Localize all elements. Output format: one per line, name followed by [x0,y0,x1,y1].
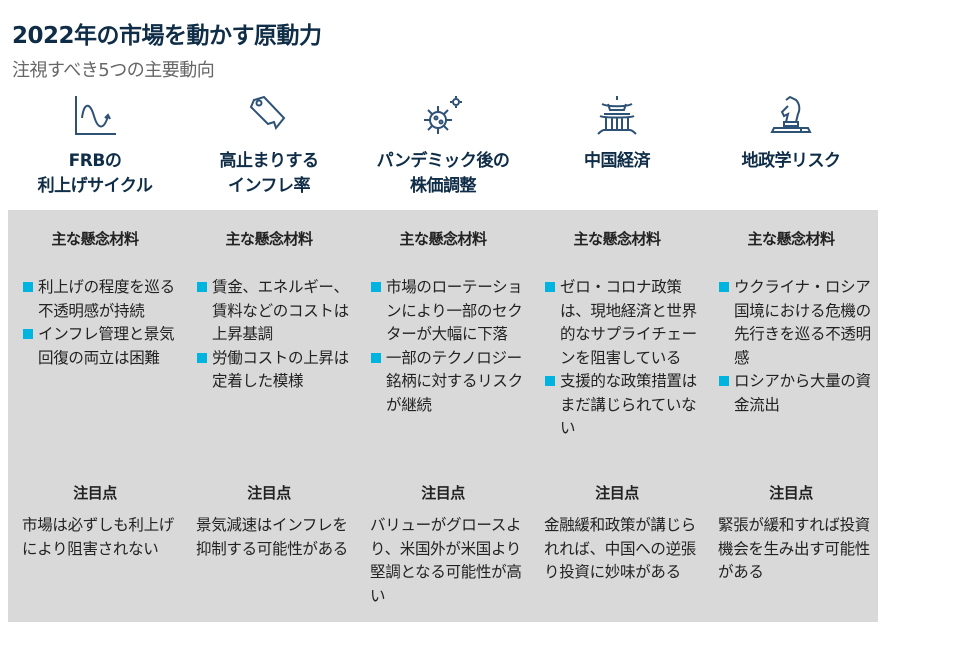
theme-title: 株価調整 [410,176,477,196]
concerns-list: 賃金、エネルギー、賃料などのコストは上昇基調 労働コストの上昇は定着した模様 [196,276,350,394]
theme-title: FRBの [68,151,122,171]
gray-panel [8,210,878,622]
concern-item: 支援的な政策措置はまだ講じられていない [544,370,698,441]
sine-chart-icon [72,94,118,138]
column-china: 中国経済 主な懸念材料 ゼロ・コロナ政策は、現地経済と世界的なサプライチェーンを… [530,0,704,649]
focus-heading: 注目点 [73,484,117,502]
concerns-list: ゼロ・コロナ政策は、現地経済と世界的なサプライチェーンを阻害している 支援的な政… [544,276,698,441]
price-tag-icon [246,94,292,138]
pagoda-icon [594,94,640,138]
focus-text: 景気減速はインフレを抑制する可能性がある [196,516,349,558]
concerns-heading: 主な懸念材料 [399,230,487,248]
concerns-list: ウクライナ・ロシア国境における危機の先行きを巡る不透明感 ロシアから大量の資金流… [718,276,872,417]
theme-title: 地政学リスク [741,151,842,171]
focus-text: 緊張が緩和すれば投資機会を生み出す可能性がある [718,516,871,581]
concern-item: 利上げの程度を巡る不透明感が持続 [22,276,176,323]
theme-title: 高止まりする [219,151,320,171]
theme-title: インフレ率 [228,176,311,196]
page-title: 2022年の市場を動かす原動力 [12,23,322,49]
virus-icon [420,94,466,138]
concern-item: 市場のローテーションにより一部のセクターが大幅に下落 [370,276,524,347]
concern-item: 一部のテクノロジー銘柄に対するリスクが継続 [370,347,524,418]
column-frb: FRBの利上げサイクル 主な懸念材料 利上げの程度を巡る不透明感が持続 インフレ… [8,0,182,649]
theme-title: 中国経済 [584,151,651,171]
column-geopolitics: 地政学リスク 主な懸念材料 ウクライナ・ロシア国境における危機の先行きを巡る不透… [704,0,878,649]
concern-item: 賃金、エネルギー、賃料などのコストは上昇基調 [196,276,350,347]
focus-heading: 注目点 [247,484,291,502]
focus-text: 金融緩和政策が講じられれば、中国への逆張り投資に妙味がある [544,516,697,581]
trend-columns: FRBの利上げサイクル 主な懸念材料 利上げの程度を巡る不透明感が持続 インフレ… [8,0,878,649]
theme-title: パンデミック後の [376,151,510,171]
concern-item: ゼロ・コロナ政策は、現地経済と世界的なサプライチェーンを阻害している [544,276,698,370]
concerns-list: 市場のローテーションにより一部のセクターが大幅に下落 一部のテクノロジー銘柄に対… [370,276,524,417]
focus-heading: 注目点 [421,484,465,502]
concern-item: インフレ管理と景気回復の両立は困難 [22,323,176,370]
column-inflation: 高止まりするインフレ率 主な懸念材料 賃金、エネルギー、賃料などのコストは上昇基… [182,0,356,649]
focus-heading: 注目点 [769,484,813,502]
concerns-heading: 主な懸念材料 [225,230,313,248]
concerns-heading: 主な懸念材料 [51,230,139,248]
page-subtitle: 注視すべき5つの主要動向 [12,60,215,81]
concern-item: 労働コストの上昇は定着した模様 [196,347,350,394]
concerns-heading: 主な懸念材料 [747,230,835,248]
theme-title: 利上げサイクル [37,176,153,196]
focus-text: 市場は必ずしも利上げにより阻害されない [22,516,175,558]
concern-item: ウクライナ・ロシア国境における危機の先行きを巡る不透明感 [718,276,872,370]
concerns-heading: 主な懸念材料 [573,230,661,248]
concern-item: ロシアから大量の資金流出 [718,370,872,417]
focus-heading: 注目点 [595,484,639,502]
concerns-list: 利上げの程度を巡る不透明感が持続 インフレ管理と景気回復の両立は困難 [22,276,176,370]
focus-text: バリューがグロースより、米国外が米国より堅調となる可能性が高い [370,516,522,605]
chess-knight-icon [768,94,814,138]
column-pandemic: パンデミック後の株価調整 主な懸念材料 市場のローテーションにより一部のセクター… [356,0,530,649]
